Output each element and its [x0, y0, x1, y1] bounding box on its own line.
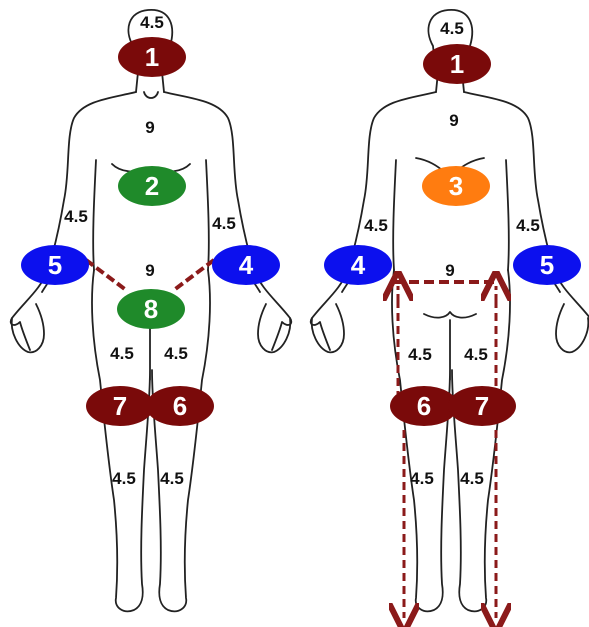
svg-text:8: 8	[144, 294, 158, 324]
front-left-arm-percent: 4.5	[212, 214, 236, 233]
svg-text:6: 6	[417, 391, 431, 421]
front-head-percent: 4.5	[140, 13, 164, 32]
back-legs	[392, 270, 510, 611]
front-right-arm-percent: 4.5	[64, 207, 88, 226]
front-marker-chest: 2	[118, 166, 186, 206]
back-marker-right-arm: 5	[513, 245, 581, 285]
front-left-leg-percent: 4.5	[160, 469, 184, 488]
svg-text:3: 3	[449, 171, 463, 201]
back-left-arm-percent: 4.5	[364, 216, 388, 235]
back-marker-neck: 1	[423, 44, 491, 84]
back-head-percent: 4.5	[440, 19, 464, 38]
svg-text:7: 7	[113, 391, 127, 421]
svg-text:4: 4	[351, 250, 366, 280]
back-percent-labels: 4.5 9 9 4.5 4.5 4.5 4.5 4.5 4.5	[364, 19, 540, 488]
back-marker-back: 3	[422, 166, 490, 206]
svg-text:1: 1	[450, 49, 464, 79]
back-marker-right-knee: 7	[448, 386, 516, 426]
svg-text:1: 1	[145, 42, 159, 72]
back-markers: 1 3 4 5 6 7	[324, 44, 581, 426]
svg-text:2: 2	[145, 171, 159, 201]
back-marker-left-arm: 4	[324, 245, 392, 285]
back-figure	[311, 10, 589, 611]
svg-text:4: 4	[239, 250, 254, 280]
svg-text:6: 6	[173, 391, 187, 421]
front-abdomen-percent: 9	[145, 261, 154, 280]
back-left-leg-percent: 4.5	[410, 469, 434, 488]
back-upper-back-percent: 9	[449, 111, 458, 130]
front-left-thigh-percent: 4.5	[164, 344, 188, 363]
svg-text:5: 5	[540, 250, 554, 280]
front-marker-right-knee: 7	[86, 386, 154, 426]
front-marker-left-arm: 4	[212, 245, 280, 285]
back-right-arm-percent: 4.5	[516, 216, 540, 235]
front-right-leg-percent: 4.5	[112, 469, 136, 488]
front-chest-percent: 9	[145, 118, 154, 137]
front-marker-left-knee: 6	[146, 386, 214, 426]
front-marker-groin: 8	[117, 289, 185, 329]
back-marker-left-knee: 6	[390, 386, 458, 426]
front-marker-right-arm: 5	[21, 245, 89, 285]
back-right-leg-percent: 4.5	[460, 469, 484, 488]
back-right-thigh-percent: 4.5	[464, 345, 488, 364]
back-lower-back-percent: 9	[445, 261, 454, 280]
front-percent-labels: 4.5 9 9 4.5 4.5 4.5 4.5 4.5 4.5	[64, 13, 236, 488]
front-right-thigh-percent: 4.5	[110, 344, 134, 363]
front-marker-neck: 1	[118, 37, 186, 77]
svg-text:7: 7	[475, 391, 489, 421]
back-left-thigh-percent: 4.5	[408, 345, 432, 364]
svg-text:5: 5	[48, 250, 62, 280]
